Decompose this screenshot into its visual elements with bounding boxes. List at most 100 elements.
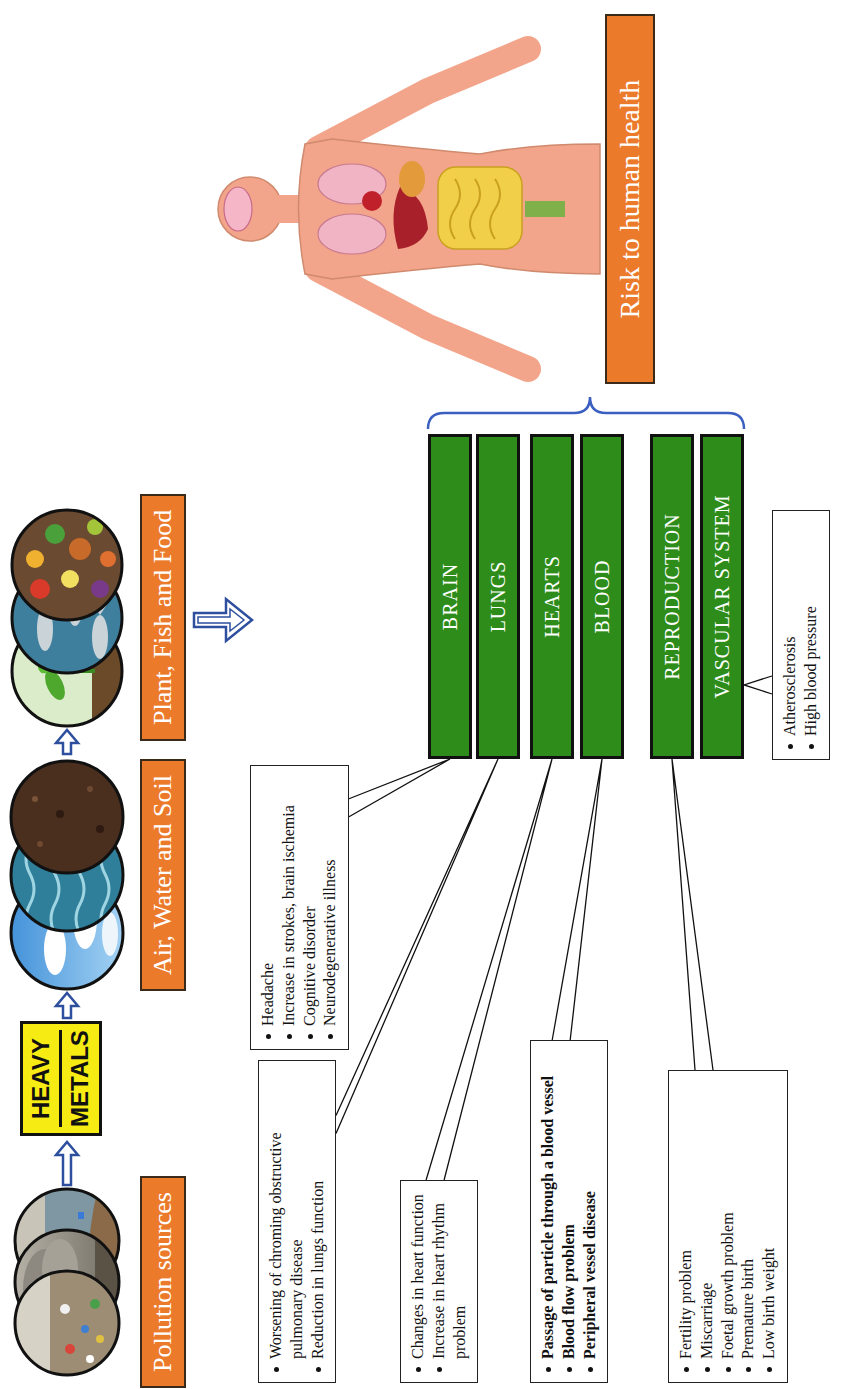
environment-photo <box>11 761 123 873</box>
stage-label: Air, Water and Soil <box>140 759 186 991</box>
bullet-text: Low birth weight <box>759 1248 780 1359</box>
bullet-item: Atherosclerosis <box>780 521 801 749</box>
effects-callout: Passage of particle through a blood vess… <box>530 1040 608 1383</box>
organ-bar: HEARTS <box>530 434 574 759</box>
bullet-dot <box>316 1367 321 1372</box>
bullet-text: Premature birth <box>738 1259 759 1359</box>
pointer-line <box>552 759 602 1040</box>
flow-arrow <box>56 993 78 1018</box>
bullet-item: Reduction in lungs function <box>308 1071 329 1372</box>
curly-brace <box>428 397 744 429</box>
pointer-line <box>744 676 772 694</box>
effects-callout: Fertility problemMiscarriageFoetal growt… <box>668 1070 788 1383</box>
bullet-item: Miscarriage <box>697 1081 718 1372</box>
food-photo <box>12 510 122 620</box>
bullet-dot <box>726 1367 731 1372</box>
flow-arrow <box>198 609 244 631</box>
human-body <box>318 214 386 254</box>
bullet-item: Fertility problem <box>676 1081 697 1372</box>
food-photo <box>26 550 44 568</box>
food-photo <box>61 570 79 588</box>
bullet-item: Foetal growth problem <box>718 1081 739 1372</box>
environment-photo <box>37 841 43 847</box>
human-body <box>318 269 528 369</box>
pollution-photo <box>86 1355 94 1363</box>
bullet-dot <box>416 1367 421 1372</box>
food-photo <box>91 580 109 598</box>
pollution-photo <box>60 1304 70 1314</box>
label-text: BLOOD <box>591 560 614 634</box>
pointer-line <box>672 759 713 1070</box>
label-text: Risk to human health <box>614 80 646 319</box>
bullet-text: Increase in heart rhythm problem <box>429 1191 471 1359</box>
bullet-dot <box>705 1367 710 1372</box>
bullet-text: High blood pressure <box>801 606 822 736</box>
organ-bar: REPRODUCTION <box>650 434 694 759</box>
human-body <box>318 49 528 149</box>
label-text: REPRODUCTION <box>661 513 684 679</box>
bullet-text: Neurodegenerative illness <box>320 859 341 1026</box>
bullet-item: Changes in heart function <box>408 1191 429 1372</box>
bullet-dot <box>266 1034 271 1039</box>
bullet-item: High blood pressure <box>801 521 822 749</box>
bullet-dot <box>546 1367 551 1372</box>
label-text: METALS <box>59 1030 98 1127</box>
bullet-item: Worsening of chroming obstructive pulmon… <box>266 1071 308 1372</box>
human-body <box>450 179 500 239</box>
bullet-item: Low birth weight <box>759 1081 780 1372</box>
pollution-photo <box>15 1271 119 1375</box>
bullet-dot <box>746 1367 751 1372</box>
bullet-text: Foetal growth problem <box>718 1212 739 1359</box>
food-photo <box>100 551 116 567</box>
bullet-text: Miscarriage <box>697 1283 718 1359</box>
bullet-text: Worsening of chroming obstructive pulmon… <box>266 1071 308 1359</box>
human-body <box>299 139 601 279</box>
bullet-item: Passage of particle through a blood vess… <box>538 1051 559 1372</box>
heavy-metals-box: HEAVYMETALS <box>20 1021 102 1136</box>
pollution-photo <box>78 1212 84 1219</box>
food-photo <box>30 579 50 599</box>
bullet-text: Cognitive disorder <box>300 906 321 1026</box>
bullet-dot <box>328 1034 333 1039</box>
bullet-text: Changes in heart function <box>408 1194 429 1359</box>
label-text: LUNGS <box>487 561 510 633</box>
bullet-dot <box>588 1367 593 1372</box>
bullet-dot <box>567 1367 572 1372</box>
food-photo <box>10 506 130 621</box>
environment-photo <box>56 810 64 818</box>
flow-arrow <box>56 730 78 754</box>
bullet-item: Increase in heart rhythm problem <box>429 1191 471 1372</box>
bullet-dot <box>308 1034 313 1039</box>
pollution-photo <box>90 1299 100 1309</box>
bullet-text: Increase in strokes, brain ischemia <box>279 805 300 1026</box>
stage-label: Pollution sources <box>140 1176 186 1388</box>
bullet-item: Peripheral vessel disease <box>580 1051 601 1372</box>
bullet-item: Blood flow problem <box>559 1051 580 1372</box>
bullet-text: Passage of particle through a blood vess… <box>538 1076 559 1359</box>
bullet-text: Fertility problem <box>676 1250 697 1359</box>
human-body <box>438 167 522 249</box>
label-text: BRAIN <box>439 563 462 630</box>
bullet-dot <box>809 744 814 749</box>
flow-arrow <box>194 599 252 641</box>
stage-label: Plant, Fish and Food <box>140 494 186 741</box>
pollution-photo <box>10 1259 130 1379</box>
label-text: HEARTS <box>541 555 564 638</box>
label-text: HEAVY <box>23 1030 59 1127</box>
bullet-text: Blood flow problem <box>559 1224 580 1359</box>
pollution-photo <box>65 1344 75 1354</box>
environment-photo <box>87 786 93 792</box>
bullet-dot <box>684 1367 689 1372</box>
bullet-dot <box>287 1034 292 1039</box>
pollution-photo <box>10 1179 135 1379</box>
pollution-photo <box>10 1259 130 1379</box>
human-body <box>218 49 600 369</box>
bullet-item: Increase in strokes, brain ischemia <box>279 776 300 1039</box>
environment-photo <box>5 755 130 877</box>
human-body <box>399 161 425 197</box>
food-photo <box>45 524 65 544</box>
bullet-dot <box>437 1367 442 1372</box>
bullet-item: Cognitive disorder <box>300 776 321 1039</box>
effects-callout: Changes in heart functionIncrease in hea… <box>400 1180 478 1383</box>
effects-callout: Worsening of chroming obstructive pulmon… <box>258 1060 336 1383</box>
